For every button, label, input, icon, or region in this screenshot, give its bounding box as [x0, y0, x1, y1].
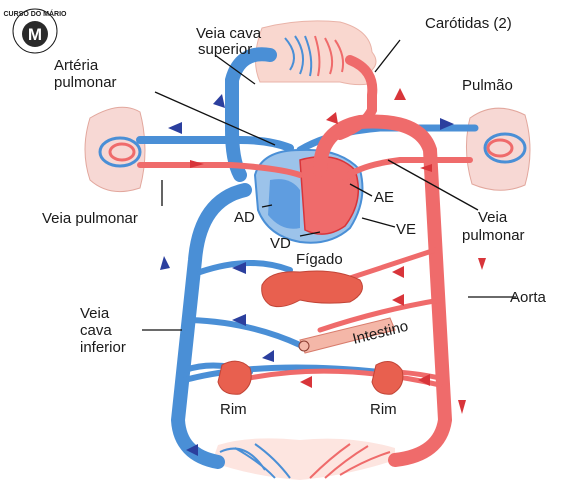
right-lung [466, 108, 530, 190]
label-ad: AD [234, 209, 255, 226]
left-lung [85, 107, 145, 191]
label-figado: Fígado [296, 251, 343, 268]
label-rim-right: Rim [370, 401, 397, 418]
heart [255, 150, 362, 243]
red-arrow [458, 400, 466, 414]
label-veia-cava-inferior-3: inferior [80, 339, 126, 356]
red-arrow [478, 258, 486, 270]
red-arrow [392, 266, 404, 278]
blue-arrow [168, 122, 182, 134]
red-arrow [326, 112, 338, 124]
label-arteria-pulmonar-1: Artéria [54, 57, 99, 74]
label-veia-cava-superior-2: superior [198, 41, 252, 58]
label-veia-cava-superior-1: Veia cava [196, 25, 262, 42]
label-veia-pulmonar-left: Veia pulmonar [42, 210, 138, 227]
label-vd: VD [270, 235, 291, 252]
label-veia-pulmonar-right-1: Veia [478, 209, 508, 226]
left-kidney [218, 361, 251, 394]
label-carotidas: Carótidas (2) [425, 15, 512, 32]
red-arrow [300, 376, 312, 388]
logo: M CURSO DO MÁRIO [4, 9, 68, 53]
label-ae: AE [374, 189, 394, 206]
label-rim-left: Rim [220, 401, 247, 418]
label-arteria-pulmonar-2: pulmonar [54, 74, 117, 91]
blue-arrow [160, 256, 170, 270]
liver [262, 271, 363, 307]
label-aorta: Aorta [510, 289, 547, 306]
blue-arrow [213, 94, 225, 108]
logo-letter: M [28, 25, 42, 44]
logo-text: CURSO DO MÁRIO [4, 9, 68, 18]
red-arrow [392, 294, 404, 306]
lower-body-capillaries [212, 438, 395, 480]
pulmonary-vein-right [345, 160, 470, 178]
right-kidney [372, 361, 403, 394]
red-arrow [394, 88, 406, 100]
blue-arrow [262, 350, 274, 362]
label-veia-pulmonar-right-2: pulmonar [462, 227, 525, 244]
label-pulmao: Pulmão [462, 77, 513, 94]
label-ve: VE [396, 221, 416, 238]
label-veia-cava-inferior-1: Veia [80, 305, 110, 322]
hepatic-artery [350, 250, 435, 278]
label-veia-cava-inferior-2: cava [80, 322, 112, 339]
